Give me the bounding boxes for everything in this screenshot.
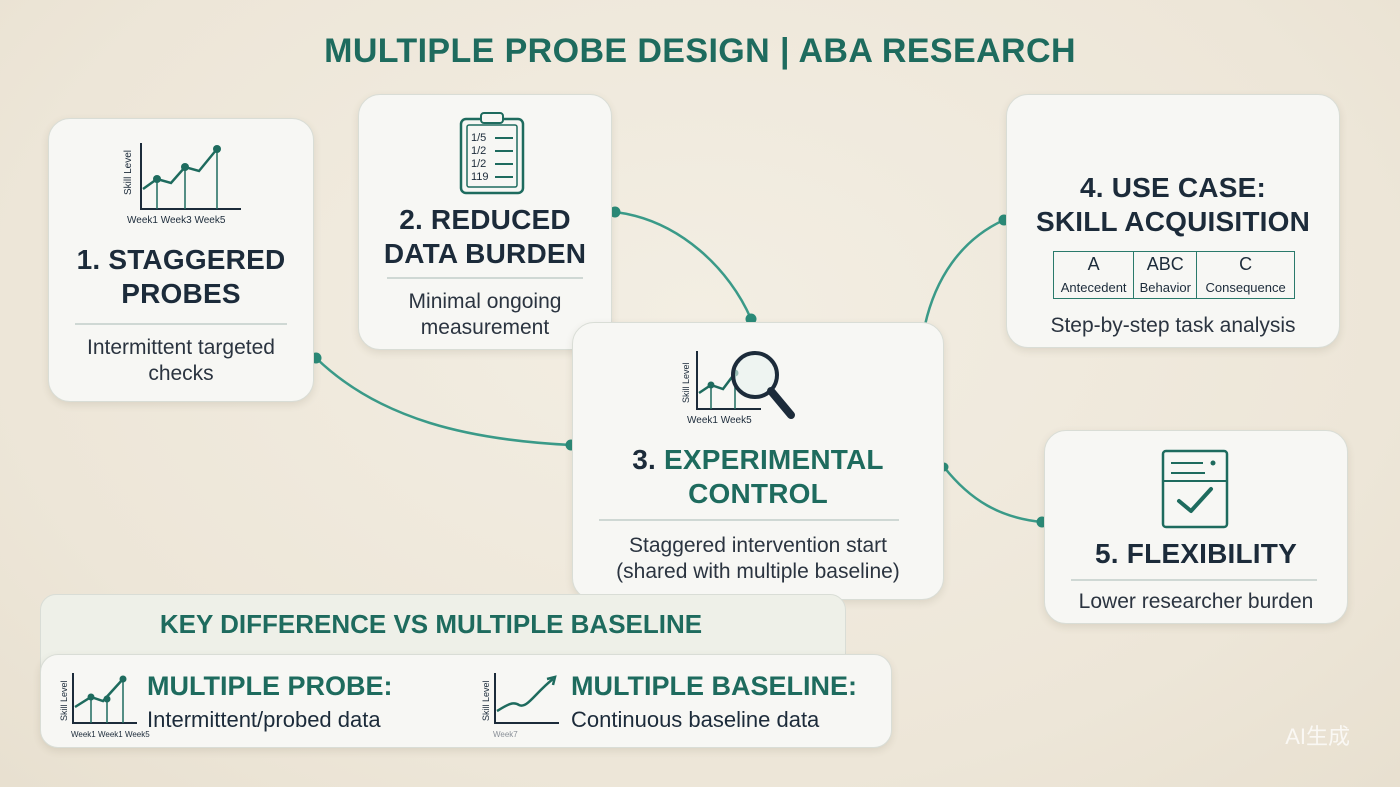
card-staggered-probes: Skill Level Week1 Week3 Week5 1. STAGGER…: [48, 118, 314, 402]
card-desc: Intermittent targeted checks: [87, 336, 275, 385]
clipboard-icon: 1/5 1/2 1/2 119: [459, 112, 525, 195]
abc-table: A ABC C Antecedent Behavior Consequence: [1052, 251, 1295, 299]
baseline-title: MULTIPLE BASELINE:: [571, 671, 857, 701]
card-desc: Lower researcher burden: [1078, 590, 1314, 613]
card-title: 1. STAGGERED PROBES: [76, 244, 286, 309]
chart-xlabel: Week7: [493, 730, 518, 739]
chart-magnifier-icon: Skill Level Week1 Week5: [681, 351, 795, 426]
connector-3-4: [923, 218, 1005, 326]
chart-ylabel: Skill Level: [59, 680, 69, 721]
divider: [387, 277, 583, 279]
page-title: MULTIPLE PROBE DESIGN | ABA RESEARCH: [324, 32, 1076, 70]
checklist-icon: [1161, 449, 1229, 529]
chart-xlabel: Week1 Week5: [687, 415, 752, 426]
card-desc: Step-by-step task analysis: [1050, 314, 1296, 337]
chart-xlabel: Week1 Week1 Week5: [71, 730, 150, 739]
clipboard-line: 1/2: [471, 145, 486, 157]
card-title: 4. USE CASE: SKILL ACQUISITION: [1035, 172, 1311, 237]
baseline-desc: Continuous baseline data: [571, 707, 820, 732]
card-title: 2. REDUCED DATA BURDEN: [383, 204, 587, 269]
card-desc: Minimal ongoing measurement: [408, 290, 562, 339]
clipboard-line: 1/2: [471, 158, 486, 170]
abc-head: C: [1196, 251, 1295, 276]
card-desc: Staggered intervention start (shared wit…: [616, 534, 900, 583]
divider: [599, 519, 899, 521]
comparison-panel: Skill Level Week1 Week1 Week5 MULTIPLE P…: [40, 654, 892, 748]
probe-title: MULTIPLE PROBE:: [147, 671, 393, 701]
divider: [1071, 579, 1317, 581]
comparison-header: KEY DIFFERENCE VS MULTIPLE BASELINE: [159, 609, 703, 639]
chart-ylabel: Skill Level: [123, 150, 134, 195]
abc-sub: Behavior: [1133, 276, 1198, 299]
chart-ylabel: Skill Level: [481, 680, 491, 721]
abc-sub: Consequence: [1196, 276, 1295, 299]
card-experimental-control: Skill Level Week1 Week5 3. EXPERIMENTAL …: [572, 322, 944, 600]
baseline-chart-icon: Skill Level Week7: [481, 673, 559, 739]
probe-chart-icon: Skill Level Week1 Week1 Week5: [59, 673, 150, 739]
card-title: 5. FLEXIBILITY: [1095, 538, 1297, 569]
watermark: AI生成: [1285, 724, 1350, 749]
line-chart-icon: Skill Level Week1 Week3 Week5: [123, 143, 241, 226]
connector-1-3: [315, 357, 572, 447]
probe-desc: Intermittent/probed data: [147, 707, 381, 732]
connector-2-3: [614, 210, 753, 320]
abc-head: A: [1052, 251, 1135, 276]
chart-xlabel: Week1 Week3 Week5: [127, 215, 226, 226]
chart-ylabel: Skill Level: [681, 362, 691, 403]
clipboard-line: 1/5: [471, 132, 486, 144]
card-title: 3. EXPERIMENTAL CONTROL: [632, 444, 884, 509]
divider: [75, 323, 287, 325]
card-use-case: 4. USE CASE: SKILL ACQUISITION A ABC C A…: [1006, 94, 1340, 348]
clipboard-line: 119: [471, 171, 489, 183]
abc-sub: Antecedent: [1052, 276, 1135, 299]
connector-3-5: [943, 466, 1043, 524]
card-reduced-data-burden: 1/5 1/2 1/2 119 2. REDUCED DATA BURDEN M…: [358, 94, 612, 350]
card-flexibility: 5. FLEXIBILITY Lower researcher burden: [1044, 430, 1348, 624]
abc-head: ABC: [1133, 251, 1198, 276]
